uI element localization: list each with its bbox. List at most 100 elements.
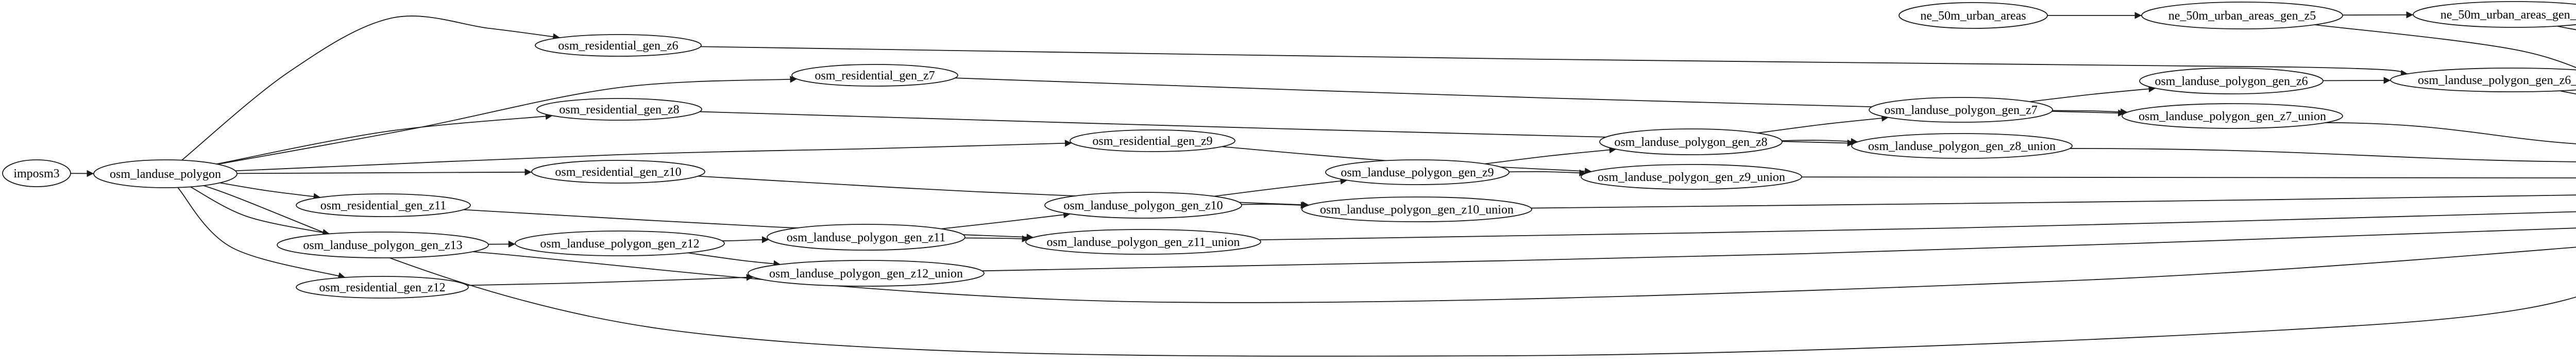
node-label: osm_landuse_polygon_gen_z9 xyxy=(1341,166,1494,179)
edge-osm_landuse_polygon_gen_z8--osm_landuse_polygon_gen_z8_union xyxy=(1782,138,1858,145)
node-osm_residential_gen_z8: osm_residential_gen_z8 xyxy=(536,98,702,121)
edge-osm_landuse_polygon_gen_z12--osm_landuse_polygon_gen_z11 xyxy=(722,236,769,243)
node-label: osm_landuse_polygon_gen_z9_union xyxy=(1598,171,1785,184)
node-ellipse xyxy=(767,224,965,251)
node-ellipse xyxy=(535,34,702,57)
edge-ne_50m_urban_areas_gen_z4--layer_landuse.z4 xyxy=(2557,25,2576,30)
node-osm_landuse_polygon_gen_z8_union: osm_landuse_polygon_gen_z8_union xyxy=(1851,133,2073,159)
node-label: osm_landuse_polygon_gen_z10 xyxy=(1063,199,1223,212)
edge-ne_50m_urban_areas_gen_z5--layer_landuse.z5 xyxy=(2314,24,2576,69)
node-osm_landuse_polygon_gen_z7: osm_landuse_polygon_gen_z7 xyxy=(1869,97,2053,123)
node-label: osm_landuse_polygon_gen_z6 xyxy=(2155,75,2308,88)
node-label: osm_landuse_polygon_gen_z7_union xyxy=(2139,110,2326,123)
node-ellipse xyxy=(2139,68,2324,94)
edge-osm_landuse_polygon--osm_landuse_polygon_gen_z13 xyxy=(190,186,330,236)
edge-osm_landuse_polygon--osm_residential_gen_z7 xyxy=(217,76,798,165)
node-osm_landuse_polygon_gen_z6: osm_landuse_polygon_gen_z6 xyxy=(2139,68,2324,94)
edge-osm_residential_gen_z12--osm_landuse_polygon_gen_z12_union xyxy=(467,274,754,286)
node-ellipse xyxy=(1851,133,2073,159)
edge-osm_landuse_polygon_gen_z10_union--layer_landuse.z10 xyxy=(1531,194,2576,209)
edge-osm_landuse_polygon--osm_residential_gen_z6 xyxy=(181,15,560,161)
node-imposm3: imposm3 xyxy=(2,159,71,187)
node-ellipse xyxy=(1899,2,2048,29)
edge-osm_landuse_polygon_gen_z7--osm_landuse_polygon_gen_z7_union xyxy=(2052,108,2128,116)
node-osm_landuse_polygon_gen_z9: osm_landuse_polygon_gen_z9 xyxy=(1325,159,1510,185)
node-ellipse xyxy=(1025,229,1261,255)
edge-osm_landuse_polygon_gen_z7_union--layer_landuse.z7 xyxy=(2325,122,2576,144)
node-label: ne_50m_urban_areas_gen_z5 xyxy=(2168,9,2316,23)
edge-osm_landuse_polygon_gen_z11--osm_landuse_polygon_gen_z11_union xyxy=(964,235,1029,242)
node-osm_residential_gen_z12: osm_residential_gen_z12 xyxy=(296,276,469,299)
edge-osm_landuse_polygon--osm_residential_gen_z9 xyxy=(235,140,1072,172)
node-ellipse xyxy=(2,159,71,187)
node-ne_50m_urban_areas_gen_z5: ne_50m_urban_areas_gen_z5 xyxy=(2141,2,2343,29)
node-osm_residential_gen_z9: osm_residential_gen_z9 xyxy=(1070,129,1235,152)
node-ellipse xyxy=(536,98,702,121)
edge-osm_residential_gen_z6--osm_landuse_polygon_gen_z6_union xyxy=(700,46,2408,77)
edge-osm_landuse_polygon_gen_z7--osm_landuse_polygon_gen_z6 xyxy=(2029,85,2156,103)
node-osm_landuse_polygon_gen_z7_union: osm_landuse_polygon_gen_z7_union xyxy=(2122,103,2343,129)
node-ellipse xyxy=(748,260,985,287)
node-label: osm_landuse_polygon_gen_z8 xyxy=(1614,136,1767,149)
node-label: imposm3 xyxy=(13,167,59,180)
node-ellipse xyxy=(1301,196,1532,222)
node-label: osm_residential_gen_z12 xyxy=(319,281,445,294)
node-label: osm_landuse_polygon_gen_z12 xyxy=(540,237,699,251)
node-ellipse xyxy=(2413,1,2576,28)
node-osm_residential_gen_z11: osm_residential_gen_z11 xyxy=(296,193,471,217)
node-label: osm_landuse_polygon_gen_z7 xyxy=(1884,104,2037,117)
node-osm_landuse_polygon: osm_landuse_polygon xyxy=(93,159,238,188)
node-label: osm_landuse_polygon_gen_z11_union xyxy=(1046,236,1240,249)
node-label: osm_residential_gen_z7 xyxy=(815,69,935,83)
edge-osm_landuse_polygon_gen_z12_union--layer_landuse.z12 xyxy=(981,227,2576,272)
node-ellipse xyxy=(1070,129,1235,152)
node-osm_landuse_polygon_gen_z11: osm_landuse_polygon_gen_z11 xyxy=(767,224,965,251)
node-label: osm_landuse_polygon_gen_z12_union xyxy=(769,267,963,281)
edge-osm_landuse_polygon_gen_z8_union--layer_landuse.z8 xyxy=(2070,148,2576,162)
node-ellipse xyxy=(1044,192,1242,219)
node-osm_landuse_polygon_gen_z12: osm_landuse_polygon_gen_z12 xyxy=(515,231,725,256)
node-ne_50m_urban_areas_gen_z4: ne_50m_urban_areas_gen_z4 xyxy=(2413,1,2576,28)
node-ellipse xyxy=(515,231,725,256)
node-label: osm_landuse_polygon_gen_z13 xyxy=(303,239,462,252)
node-ellipse xyxy=(296,276,469,299)
edge-osm_landuse_polygon_gen_z11--osm_landuse_polygon_gen_z10 xyxy=(941,211,1071,229)
node-osm_landuse_polygon_gen_z10_union: osm_landuse_polygon_gen_z10_union xyxy=(1301,196,1532,222)
edges xyxy=(70,11,2576,357)
node-osm_residential_gen_z7: osm_residential_gen_z7 xyxy=(791,64,958,87)
node-osm_landuse_polygon_gen_z8: osm_landuse_polygon_gen_z8 xyxy=(1599,128,1783,155)
node-ne_50m_urban_areas: ne_50m_urban_areas xyxy=(1899,2,2048,29)
edge-osm_residential_gen_z11--osm_landuse_polygon_gen_z11_union xyxy=(463,209,1034,241)
edge-osm_landuse_polygon--osm_residential_gen_z10 xyxy=(236,169,532,176)
node-ellipse xyxy=(531,160,705,184)
node-label: osm_residential_gen_z8 xyxy=(559,103,679,117)
node-label: osm_residential_gen_z10 xyxy=(555,166,681,179)
node-ellipse xyxy=(277,232,489,258)
edge-osm_landuse_polygon_gen_z9--osm_landuse_polygon_gen_z8 xyxy=(1485,146,1617,164)
node-osm_residential_gen_z10: osm_residential_gen_z10 xyxy=(531,160,705,184)
node-osm_landuse_polygon_gen_z11_union: osm_landuse_polygon_gen_z11_union xyxy=(1025,229,1261,255)
node-ellipse xyxy=(2122,103,2343,129)
edge-osm_landuse_polygon_gen_z6_union--layer_landuse.z6 xyxy=(2560,90,2576,95)
edge-osm_landuse_polygon--osm_residential_gen_z8 xyxy=(216,112,553,164)
node-osm_residential_gen_z6: osm_residential_gen_z6 xyxy=(535,34,702,57)
node-ellipse xyxy=(1599,128,1783,155)
node-label: osm_residential_gen_z6 xyxy=(558,39,678,53)
node-label: osm_residential_gen_z9 xyxy=(1092,135,1212,148)
node-label: ne_50m_urban_areas xyxy=(1920,9,2026,23)
node-osm_landuse_polygon_gen_z12_union: osm_landuse_polygon_gen_z12_union xyxy=(748,260,985,287)
node-ellipse xyxy=(1325,159,1510,185)
edge-osm_landuse_polygon--osm_residential_gen_z12 xyxy=(177,187,346,279)
node-label: ne_50m_urban_areas_gen_z4 xyxy=(2441,8,2576,22)
node-label: osm_landuse_polygon_gen_z11 xyxy=(787,231,945,244)
node-ellipse xyxy=(1581,164,1802,190)
node-ellipse xyxy=(2141,2,2343,29)
node-label: osm_landuse_polygon xyxy=(110,168,221,181)
node-label: osm_landuse_polygon_gen_z10_union xyxy=(1320,203,1514,217)
edge-osm_landuse_polygon_gen_z9_union--layer_landuse.z9 xyxy=(1801,176,2576,179)
node-ellipse xyxy=(296,193,471,217)
node-ellipse xyxy=(93,159,238,188)
edge-osm_landuse_polygon_gen_z10--osm_landuse_polygon_gen_z10_union xyxy=(1241,202,1308,209)
